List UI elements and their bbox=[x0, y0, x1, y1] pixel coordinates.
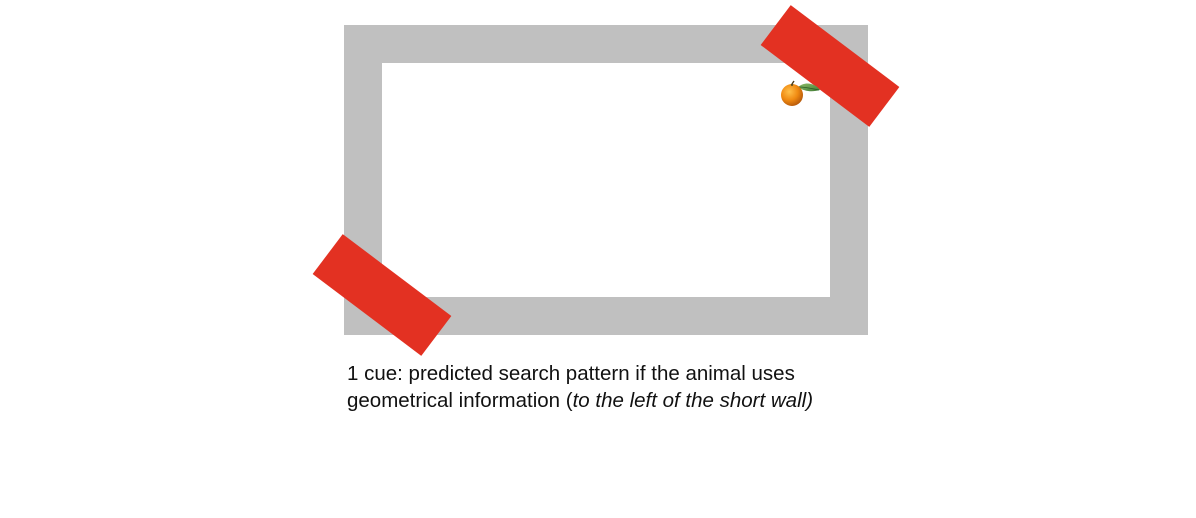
orange-fruit-icon bbox=[781, 80, 820, 106]
caption-line-2-italic: to the left of the short wall) bbox=[572, 389, 814, 412]
caption-line-2-prefix: geometrical information ( bbox=[347, 389, 573, 412]
rectangular-arena bbox=[344, 25, 868, 335]
caption-line-1: 1 cue: predicted search pattern if the a… bbox=[347, 362, 795, 385]
caption-line-2: geometrical information (to the left of … bbox=[347, 387, 907, 414]
figure-caption: 1 cue: predicted search pattern if the a… bbox=[347, 360, 907, 414]
arena-floor bbox=[382, 63, 830, 297]
